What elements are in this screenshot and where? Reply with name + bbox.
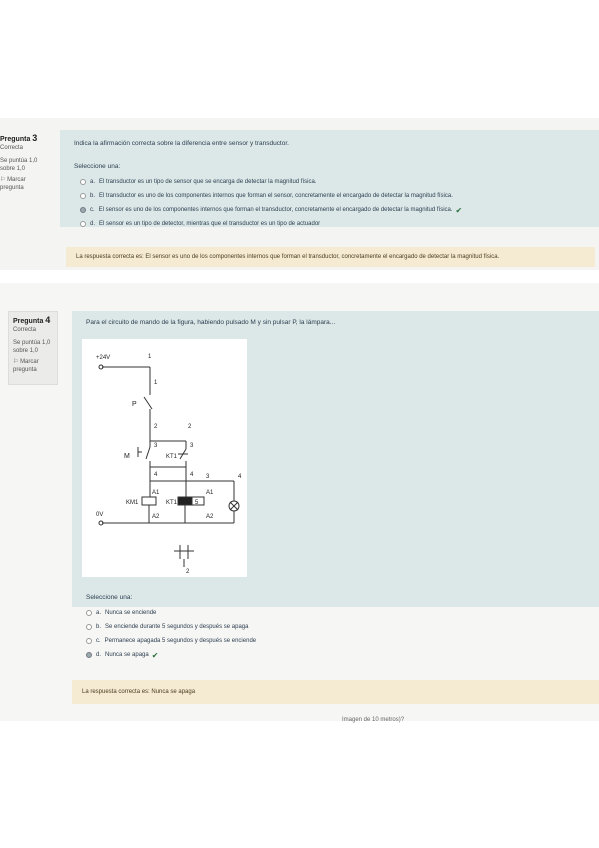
label-kt1-contact: KT1 xyxy=(166,454,178,460)
checkmark-icon: ✔ xyxy=(151,650,159,660)
question-number: 3 xyxy=(32,133,38,143)
flag-icon: ⚐ xyxy=(13,359,19,365)
question-score: Se puntúa 1,0 xyxy=(0,158,38,164)
radio-button[interactable] xyxy=(80,179,86,185)
terminal-label: 3 xyxy=(206,474,210,480)
terminal-label: 2 xyxy=(188,424,192,430)
question-status: Correcta xyxy=(0,145,24,151)
question-label: Pregunta xyxy=(0,136,31,143)
radio-button[interactable] xyxy=(80,193,86,199)
flag-question-link[interactable]: ⚐ Marcar pregunta xyxy=(0,177,26,191)
option-b[interactable]: b. El transductor es uno de los componen… xyxy=(80,189,462,203)
flag-icon: ⚐ xyxy=(0,177,6,183)
question-text: Indica la afirmación correcta sobre la d… xyxy=(74,140,289,147)
question-3-screenshot: Pregunta 3 Correcta Se puntúa 1,0 sobre … xyxy=(0,118,599,270)
question-info-panel: Pregunta 4 Correcta Se puntúa 1,0 sobre … xyxy=(8,311,58,385)
radio-button-selected[interactable] xyxy=(80,207,86,213)
terminal-label: 1 xyxy=(148,354,152,360)
answer-options: a. Nunca se enciende b. Se enciende dura… xyxy=(86,606,256,662)
terminal-label: A2 xyxy=(206,514,214,520)
label-km1: KM1 xyxy=(126,500,139,506)
label-kt1-coil: KT1 xyxy=(166,500,178,506)
radio-button[interactable] xyxy=(86,610,92,616)
label-m: M xyxy=(124,453,130,460)
radio-button[interactable] xyxy=(86,638,92,644)
option-a[interactable]: a. Nunca se enciende xyxy=(86,606,256,620)
question-text: Para el circuito de mando de la figura, … xyxy=(86,319,336,326)
select-label: Seleccione una: xyxy=(74,163,121,170)
option-d[interactable]: d. El sensor es un tipo de detector, mie… xyxy=(80,217,462,231)
question-status: Correcta xyxy=(13,327,37,333)
terminal-label: 3 xyxy=(154,443,158,449)
cut-off-text: Imagen de 10 metros)? xyxy=(342,717,405,723)
terminal-label: 3 xyxy=(190,443,194,449)
terminal-label: 1 xyxy=(154,380,158,386)
flag-question-link[interactable]: ⚐ Marcar pregunta xyxy=(13,359,39,373)
label-0v: 0V xyxy=(96,512,103,518)
terminal-label: A1 xyxy=(152,490,160,496)
correct-answer-feedback: La respuesta correcta es: Nunca se apaga xyxy=(72,680,599,704)
question-score-max: sobre 1,0 xyxy=(0,166,26,172)
question-score-max: sobre 1,0 xyxy=(13,348,39,354)
answer-options: a. El transductor es un tipo de sensor q… xyxy=(80,175,462,231)
terminal-label: A1 xyxy=(206,490,214,496)
question-title: Pregunta 4 xyxy=(13,316,53,326)
correct-answer-feedback: La respuesta correcta es: El sensor es u… xyxy=(66,247,595,267)
option-d[interactable]: d. Nunca se apaga ✔ xyxy=(86,648,256,662)
question-number: 4 xyxy=(45,315,51,325)
terminal-label: 4 xyxy=(238,474,242,480)
question-score: Se puntúa 1,0 xyxy=(13,340,51,346)
circuit-svg: +24V 0V 1 1 P 2 2 3 3 M KT1 4 4 3 4 A1 A… xyxy=(96,354,242,575)
radio-button[interactable] xyxy=(86,624,92,630)
option-c[interactable]: c. El sensor es uno de los componentes i… xyxy=(80,203,462,217)
radio-button-selected[interactable] xyxy=(86,652,92,658)
label-p: P xyxy=(132,401,137,408)
terminal-label: 2 xyxy=(154,424,158,430)
checkmark-icon: ✔ xyxy=(455,205,463,215)
terminal-label: 2 xyxy=(186,569,190,575)
question-label: Pregunta xyxy=(13,318,44,325)
question-card: Indica la afirmación correcta sobre la d… xyxy=(60,130,599,227)
label-timer: 5 xyxy=(195,500,199,506)
select-label: Seleccione una: xyxy=(86,594,133,601)
question-title: Pregunta 3 xyxy=(0,134,60,144)
label-24v: +24V xyxy=(96,355,110,361)
terminal-label: 4 xyxy=(190,472,194,478)
question-info-panel: Pregunta 3 Correcta Se puntúa 1,0 sobre … xyxy=(0,134,60,192)
option-a[interactable]: a. El transductor es un tipo de sensor q… xyxy=(80,175,462,189)
radio-button[interactable] xyxy=(80,221,86,227)
option-b[interactable]: b. Se enciende durante 5 segundos y desp… xyxy=(86,620,256,634)
terminal-label: A2 xyxy=(152,514,160,520)
circuit-diagram: +24V 0V 1 1 P 2 2 3 3 M KT1 4 4 3 4 A1 A… xyxy=(82,339,247,577)
terminal-label: 4 xyxy=(154,472,158,478)
option-c[interactable]: c. Permanece apagada 5 segundos y despué… xyxy=(86,634,256,648)
